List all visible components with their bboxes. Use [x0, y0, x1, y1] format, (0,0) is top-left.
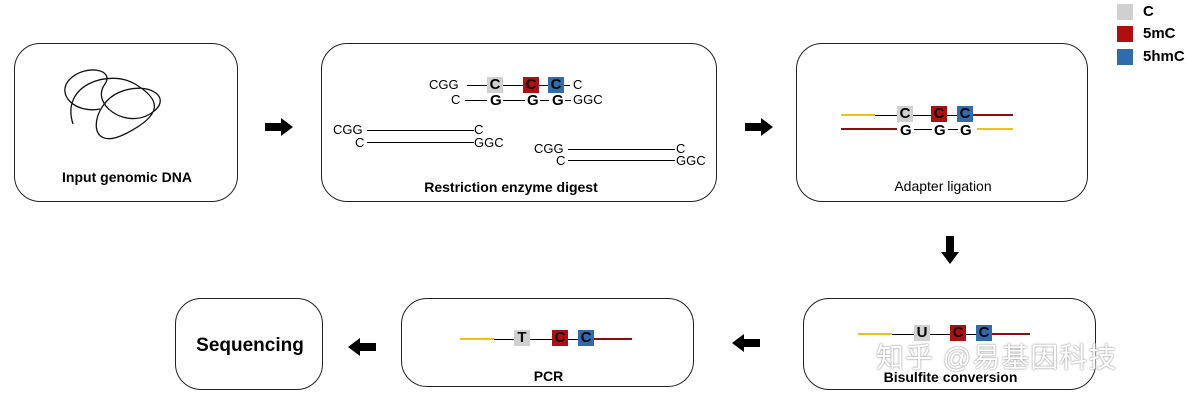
panel-bisulfite-conversion: U C C Bisulfite conversion — [803, 298, 1096, 390]
arrow-right-icon — [745, 118, 773, 136]
strand-line — [503, 85, 523, 86]
strand-line — [467, 85, 487, 86]
caption-adapter-ligation: Adapter ligation — [894, 178, 992, 194]
base-t-converted: T — [514, 330, 530, 346]
strand-line — [966, 334, 976, 335]
base-g: G — [490, 92, 502, 109]
seq-top-left: CGG — [429, 77, 459, 92]
base-5hmc: C — [548, 77, 564, 93]
strand-line — [540, 100, 549, 101]
strand-line — [914, 129, 932, 130]
base-5mc: C — [950, 325, 966, 341]
base-g: G — [934, 122, 946, 139]
legend-label-5mc: 5mC — [1143, 25, 1176, 42]
adapter-yellow — [841, 114, 875, 116]
panel-restriction-digest: CGG C C C C C G G G GGC CGG C C GGC CGG … — [321, 43, 717, 202]
adapter-yellow — [460, 338, 494, 340]
legend-label-5hmc: 5hmC — [1143, 48, 1185, 65]
base-u-converted: U — [914, 325, 930, 341]
base-5hmc: C — [957, 106, 973, 122]
base-5mc: C — [552, 330, 568, 346]
base-5hmc: C — [976, 325, 992, 341]
base-g: G — [900, 122, 912, 139]
fragment1-bot-left: C — [355, 135, 365, 150]
strand-line — [875, 115, 897, 116]
strand-line — [465, 100, 487, 101]
strand-line — [913, 115, 931, 116]
arrow-left-icon — [732, 334, 760, 352]
panel-input-genomic-dna: Input genomic DNA — [14, 43, 238, 202]
fragment2-bot-left: C — [556, 153, 566, 168]
strand-line — [503, 100, 525, 101]
fragment2-top-strand — [568, 149, 675, 150]
strand-line — [564, 85, 570, 86]
fragment1-bot-strand — [367, 142, 474, 143]
strand-line — [530, 339, 552, 340]
adapter-yellow — [858, 333, 892, 335]
strand-line — [948, 129, 958, 130]
strand-line — [565, 100, 571, 101]
strand-line — [930, 334, 950, 335]
panel-adapter-ligation: C C C G G G Adapter ligation — [796, 43, 1088, 202]
fragment1-top-right: C — [474, 122, 484, 137]
fragment2-top-right: C — [676, 141, 686, 156]
base-5hmc: C — [578, 330, 594, 346]
strand-line — [494, 339, 514, 340]
fragment1-bot-right: GGC — [474, 135, 504, 150]
caption-sequencing: Sequencing — [196, 335, 304, 356]
caption-pcr: PCR — [533, 368, 564, 384]
adapter-red — [841, 128, 897, 130]
arrow-down-icon — [941, 236, 959, 264]
dna-tangle-icon — [64, 69, 161, 140]
panel-pcr: T C C PCR — [401, 298, 694, 387]
base-c-unmethylated: C — [897, 106, 913, 122]
strand-line — [892, 334, 914, 335]
fragment1-top-left: CGG — [333, 122, 363, 137]
caption-bisulfite-conversion: Bisulfite conversion — [883, 369, 1018, 385]
adapter-red — [992, 333, 1030, 335]
adapter-red — [973, 114, 1013, 116]
base-g: G — [552, 92, 564, 109]
adapter-yellow — [977, 128, 1013, 130]
legend-swatch-c — [1117, 4, 1133, 20]
fragment2-top-left: CGG — [534, 141, 564, 156]
legend-swatch-5hmc — [1117, 49, 1133, 65]
strand-line — [947, 115, 957, 116]
base-c-unmethylated: C — [487, 77, 503, 93]
fragment2-bot-right: GGC — [676, 153, 706, 168]
legend-label-c: C — [1143, 3, 1154, 20]
base-5mc: C — [931, 106, 947, 122]
caption-input-genomic-dna: Input genomic DNA — [62, 169, 192, 185]
base-5mc: C — [523, 77, 539, 93]
fragment1-top-strand — [367, 130, 474, 131]
watermark: 知乎 @易基因科技 — [876, 342, 1118, 373]
adapter-red — [594, 338, 632, 340]
base-g: G — [960, 122, 972, 139]
seq-top-right: C — [573, 77, 583, 92]
seq-bot-left: C — [451, 92, 461, 107]
arrow-left-icon — [348, 338, 376, 356]
seq-bot-right: GGC — [573, 92, 603, 107]
fragment2-bot-strand — [568, 160, 675, 161]
strand-line — [539, 85, 548, 86]
legend-swatch-5mc — [1117, 26, 1133, 42]
strand-line — [568, 339, 578, 340]
arrow-right-icon — [265, 118, 293, 136]
panel-sequencing: Sequencing — [175, 298, 323, 390]
caption-restriction-digest: Restriction enzyme digest — [424, 179, 598, 195]
base-g: G — [527, 92, 539, 109]
